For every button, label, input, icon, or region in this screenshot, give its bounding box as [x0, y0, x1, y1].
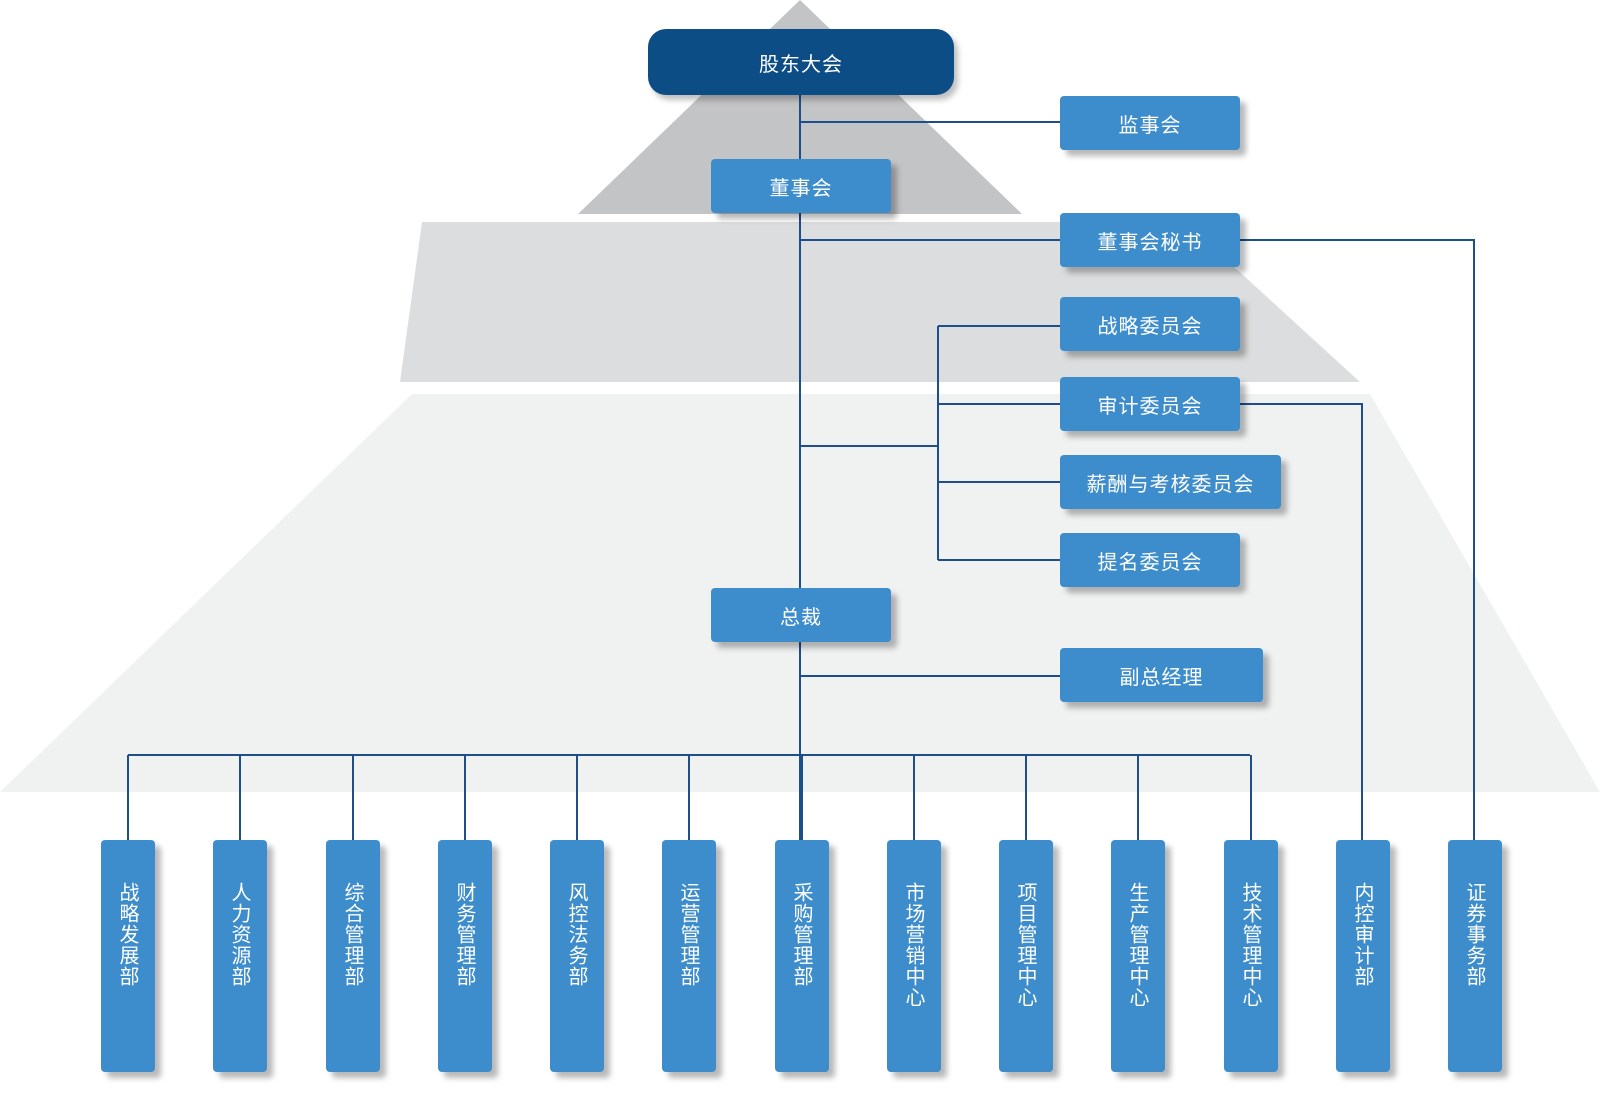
department-label: 综合管理部: [341, 882, 365, 987]
compensation-committee-box: 薪酬与考核委员会: [1060, 455, 1281, 509]
board-of-directors-box: 董事会: [711, 159, 891, 213]
department-box: 风控法务部: [550, 840, 604, 1072]
shareholders-meeting-box: 股东大会: [648, 29, 954, 95]
department-box: 内控审计部: [1336, 840, 1390, 1072]
department-box: 人力资源部: [213, 840, 267, 1072]
department-box: 市场营销中心: [887, 840, 941, 1072]
department-label: 市场营销中心: [902, 882, 926, 1008]
department-label: 采购管理部: [790, 882, 814, 987]
nomination-committee-box: 提名委员会: [1060, 533, 1240, 587]
vice-president-box: 副总经理: [1060, 648, 1263, 702]
department-label: 战略发展部: [116, 882, 140, 987]
department-label: 内控审计部: [1351, 882, 1375, 987]
supervisory-board-box: 监事会: [1060, 96, 1240, 150]
department-box: 财务管理部: [438, 840, 492, 1072]
department-label: 风控法务部: [565, 882, 589, 987]
department-label: 生产管理中心: [1126, 882, 1150, 1008]
department-box: 技术管理中心: [1224, 840, 1278, 1072]
department-box: 运营管理部: [662, 840, 716, 1072]
board-secretary-box: 董事会秘书: [1060, 213, 1240, 267]
department-box: 采购管理部: [775, 840, 829, 1072]
department-box: 综合管理部: [326, 840, 380, 1072]
department-label: 项目管理中心: [1014, 882, 1038, 1008]
line-secretary-to-securities: [1240, 239, 1475, 840]
department-label: 财务管理部: [453, 882, 477, 987]
president-box: 总裁: [711, 588, 891, 642]
department-box: 证券事务部: [1448, 840, 1502, 1072]
line-audit-to-internal-audit: [1240, 403, 1363, 840]
strategy-committee-box: 战略委员会: [1060, 297, 1240, 351]
department-label: 运营管理部: [677, 882, 701, 987]
department-label: 人力资源部: [228, 882, 252, 987]
department-label: 证券事务部: [1463, 882, 1487, 987]
department-box: 生产管理中心: [1111, 840, 1165, 1072]
audit-committee-box: 审计委员会: [1060, 377, 1240, 431]
department-box: 战略发展部: [101, 840, 155, 1072]
department-label: 技术管理中心: [1239, 882, 1263, 1008]
department-box: 项目管理中心: [999, 840, 1053, 1072]
